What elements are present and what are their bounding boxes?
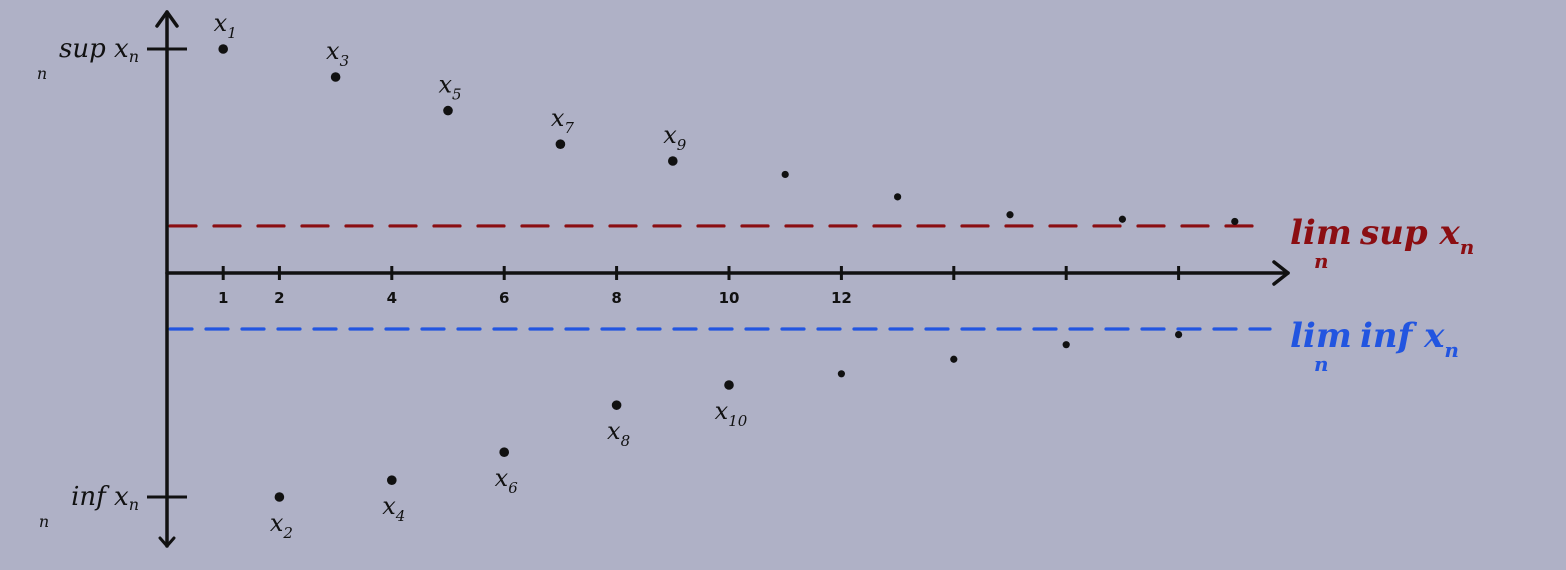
- liminf-under-text: n: [1314, 352, 1329, 376]
- reference-lines: [168, 224, 1272, 331]
- data-point: [1062, 341, 1070, 349]
- inf-under-label: n: [39, 512, 49, 531]
- point-label-x6: x6: [495, 464, 519, 497]
- x-tick-label: 12: [831, 289, 852, 307]
- point-label-x9: x9: [663, 121, 687, 154]
- x-tick-label: 6: [499, 289, 509, 307]
- y-ticks: sup xn n inf xn n: [37, 34, 187, 531]
- y-axis-arrow-up: [155, 10, 179, 28]
- point-label-x8: x8: [607, 417, 630, 450]
- data-point: [950, 355, 958, 363]
- point-label-x4: x4: [382, 492, 405, 525]
- point-label-x1: x1: [214, 9, 237, 42]
- limsup-under-text: n: [1314, 249, 1329, 273]
- data-point: [724, 380, 734, 390]
- data-point: [1006, 211, 1014, 219]
- data-point: [555, 139, 566, 149]
- sup-under-label: n: [37, 64, 47, 83]
- point-label-x5: x5: [438, 71, 461, 104]
- data-point: [387, 475, 397, 486]
- y-tick-label-sup: sup xn n: [37, 34, 139, 83]
- data-point: [499, 447, 510, 458]
- x-tick-label: 10: [719, 289, 740, 307]
- data-point: [781, 170, 789, 179]
- x-tick-label: 8: [611, 289, 621, 307]
- data-point: [1118, 215, 1126, 223]
- y-tick-label-inf: inf xn n: [39, 482, 139, 531]
- data-point: [894, 193, 902, 201]
- x-axis-arrow: [1272, 260, 1290, 286]
- sup-label-text: sup xn: [59, 34, 139, 66]
- data-point: [218, 44, 228, 54]
- point-label-x2: x2: [270, 509, 293, 542]
- data-point: [1175, 331, 1183, 339]
- x-tick-label: 2: [274, 289, 284, 307]
- data-point: [837, 370, 846, 378]
- data-points: x1 x2 x3 x4 x5 x6 x7 x8 x9 x10: [214, 9, 1239, 542]
- point-label-x7: x7: [551, 104, 575, 137]
- liminf-lim-text: lim: [1290, 316, 1352, 356]
- inf-label-text: inf xn: [71, 482, 139, 514]
- data-point: [330, 72, 341, 82]
- y-axis-arrow-down: [158, 536, 176, 548]
- axes: [155, 10, 1290, 548]
- point-label-x3: x3: [326, 37, 349, 70]
- data-point: [1231, 217, 1239, 226]
- limsup-op-text: sup xn: [1359, 213, 1474, 259]
- data-point: [611, 400, 622, 410]
- data-point: [443, 105, 453, 116]
- data-point: [668, 156, 678, 166]
- data-point: [274, 492, 285, 502]
- x-tick-label: 4: [387, 289, 397, 307]
- point-label-x10: x10: [715, 397, 748, 430]
- liminf-op-text: inf xn: [1360, 316, 1459, 362]
- limsup-lim-text: lim: [1290, 213, 1352, 253]
- x-tick-label: 1: [218, 289, 228, 307]
